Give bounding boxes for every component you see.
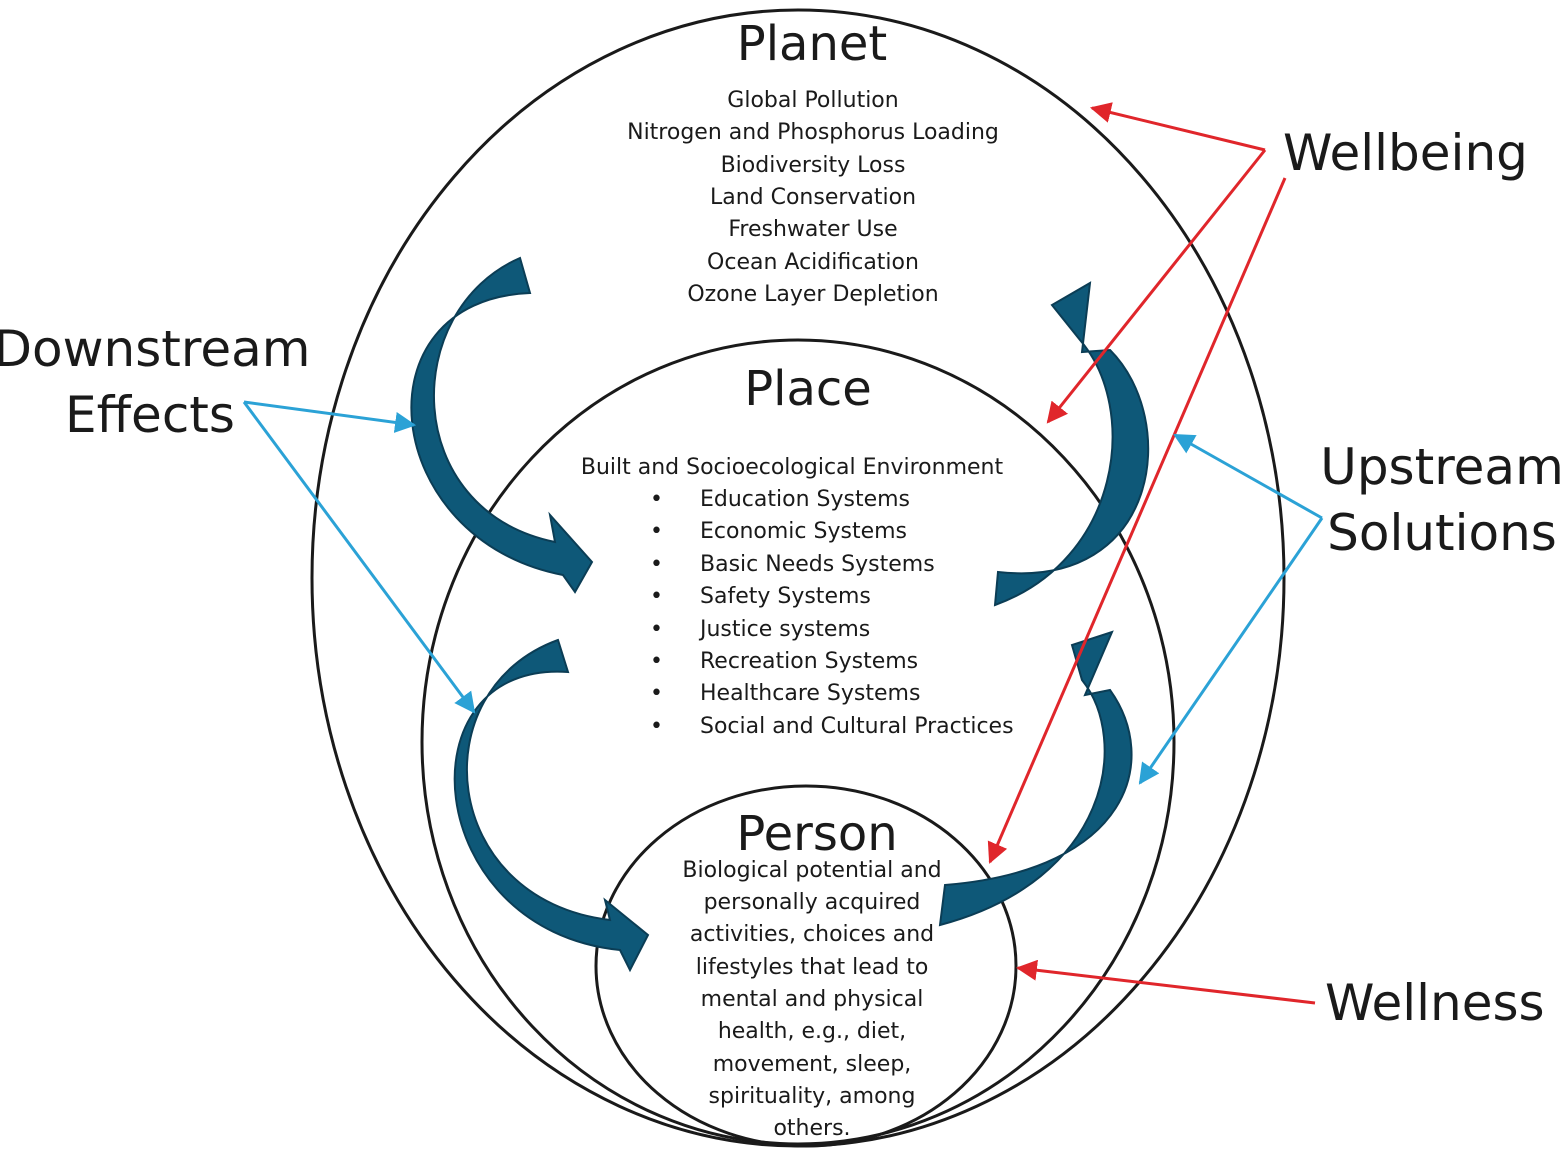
place-bullet: • <box>650 649 663 674</box>
place-heading: Built and Socioecological Environment <box>581 455 1004 480</box>
planet-items: Global Pollution Nitrogen and Phosphorus… <box>627 88 999 307</box>
planet-item: Biodiversity Loss <box>721 153 906 178</box>
place-item: Recreation Systems <box>700 649 918 674</box>
downstream-flow-arrow-place-to-person <box>453 638 650 973</box>
upstream-arrow-lower <box>1138 517 1324 785</box>
person-line: movement, sleep, <box>713 1052 912 1077</box>
planet-item: Nitrogen and Phosphorus Loading <box>627 120 999 145</box>
planet-item: Ozone Layer Depletion <box>687 282 938 307</box>
upstream-arrow-upper <box>1173 433 1323 520</box>
place-item: Social and Cultural Practices <box>700 714 1014 739</box>
downstream-label-line2: Effects <box>65 386 235 444</box>
place-item: Healthcare Systems <box>700 681 920 706</box>
place-bullet: • <box>650 681 663 706</box>
person-line: Biological potential and <box>682 858 941 883</box>
downstream-arrow-lower <box>242 401 476 714</box>
person-line: mental and physical <box>701 987 924 1012</box>
place-bullet: • <box>650 519 663 544</box>
upstream-flow-arrow-place-to-planet <box>993 281 1150 607</box>
place-bullet: • <box>650 487 663 512</box>
place-item: Safety Systems <box>700 584 871 609</box>
person-line: others. <box>773 1116 850 1141</box>
upstream-label-line1: Upstream <box>1320 438 1562 496</box>
place-item: Education Systems <box>700 487 910 512</box>
wellbeing-arrow-to-place <box>1046 149 1267 424</box>
wellness-arrow-to-person <box>1015 959 1316 1005</box>
planet-item: Global Pollution <box>727 88 898 113</box>
person-line: personally acquired <box>704 890 921 915</box>
place-bullet: • <box>650 617 663 642</box>
downstream-arrow-upper <box>243 400 417 433</box>
planet-item: Freshwater Use <box>728 217 897 242</box>
upstream-flow-arrow-person-to-place <box>938 630 1133 927</box>
downstream-label-line1: Downstream <box>0 320 310 378</box>
person-line: activities, choices and <box>690 922 934 947</box>
place-bullet: • <box>650 584 663 609</box>
wellbeing-label: Wellbeing <box>1283 124 1528 182</box>
place-title: Place <box>744 361 872 417</box>
place-ring <box>420 338 1176 1146</box>
wellness-label: Wellness <box>1325 974 1545 1032</box>
person-line: lifestyles that lead to <box>696 955 929 980</box>
place-bullet: • <box>650 552 663 577</box>
wellbeing-arrow-to-person <box>987 177 1287 864</box>
planet-item: Ocean Acidification <box>707 250 919 275</box>
place-bullet: • <box>650 714 663 739</box>
place-items: • Education Systems • Economic Systems •… <box>650 487 1014 739</box>
person-line: health, e.g., diet, <box>718 1019 906 1044</box>
upstream-label-line2: Solutions <box>1327 504 1557 562</box>
person-line: spirituality, among <box>709 1084 916 1109</box>
place-item: Basic Needs Systems <box>700 552 935 577</box>
planet-item: Land Conservation <box>710 185 916 210</box>
person-description: Biological potential and personally acqu… <box>682 858 941 1141</box>
person-title: Person <box>736 806 897 862</box>
place-item: Justice systems <box>698 617 870 642</box>
wellbeing-arrow-to-planet <box>1089 102 1266 152</box>
planet-title: Planet <box>737 16 887 72</box>
place-item: Economic Systems <box>700 519 907 544</box>
downstream-flow-arrow-planet-to-place <box>410 256 594 594</box>
